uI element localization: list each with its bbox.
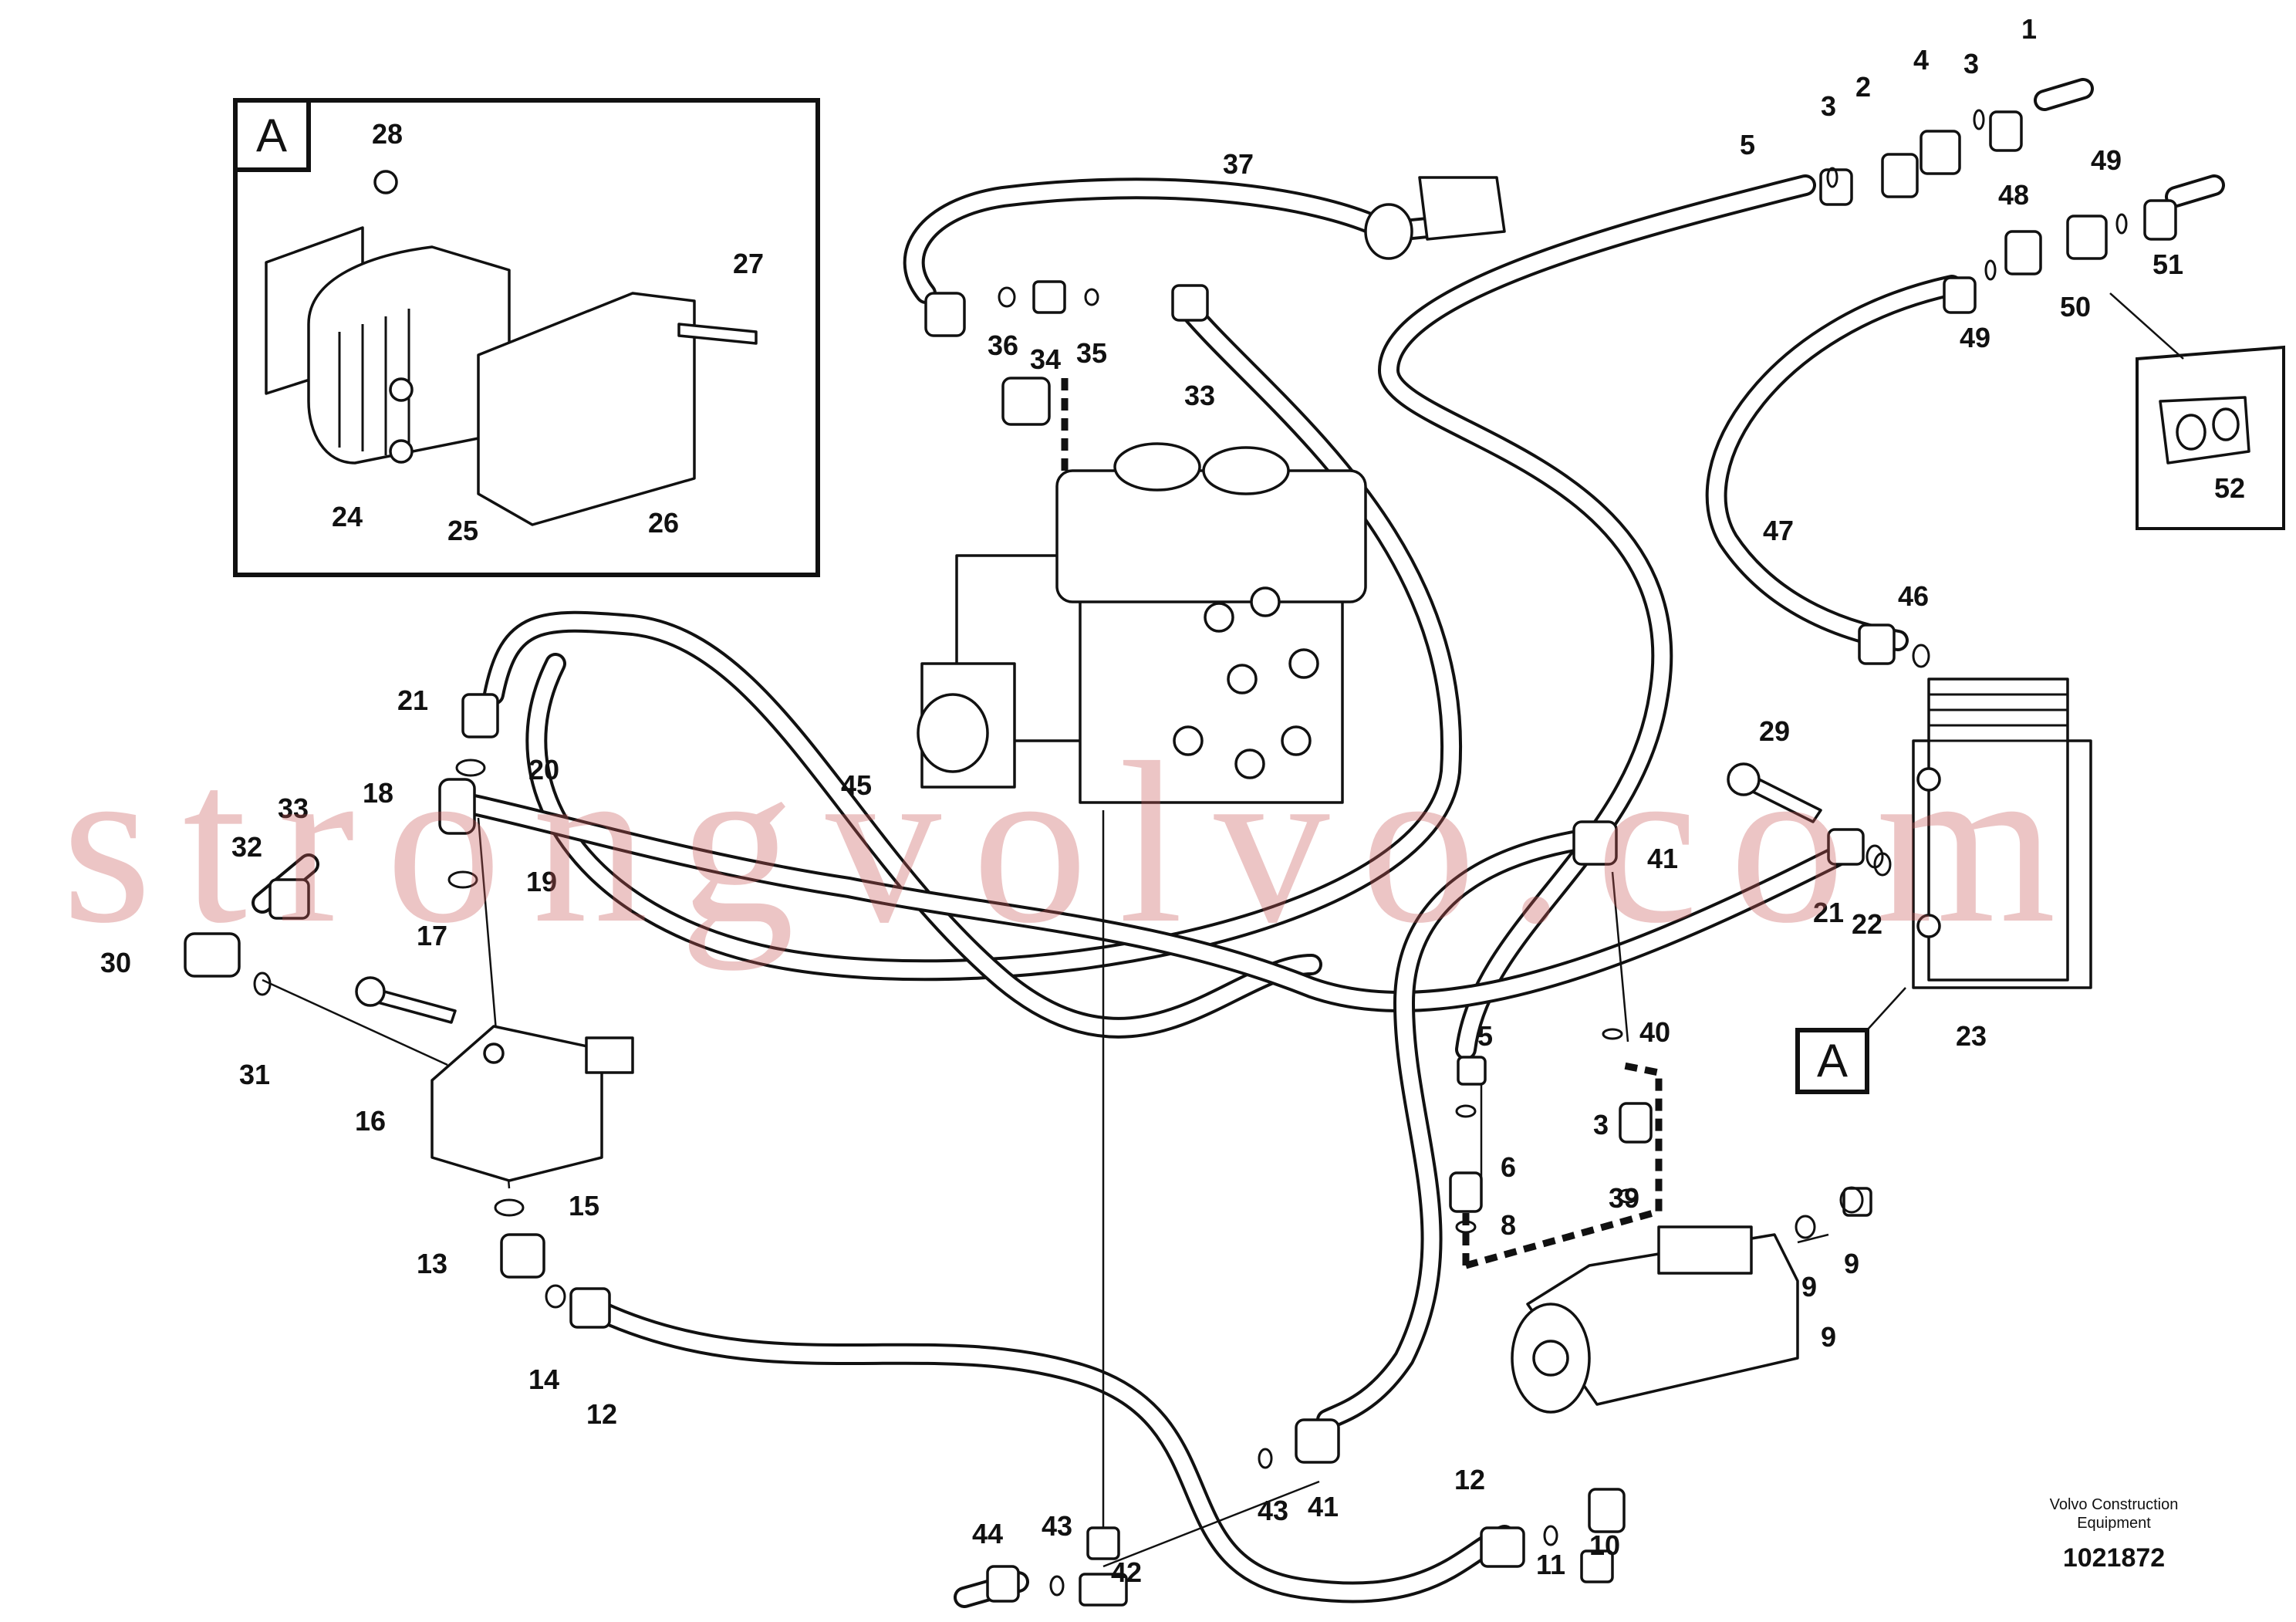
label-1: 1 — [2021, 13, 2037, 45]
fittings — [184, 110, 2177, 1607]
pump-9 — [1511, 1225, 1799, 1414]
label-27: 27 — [733, 248, 764, 279]
caption-line-2: Equipment — [2077, 1515, 2151, 1532]
label-10: 10 — [1589, 1529, 1620, 1561]
label-24: 24 — [332, 501, 363, 532]
label-18: 18 — [363, 777, 393, 809]
label-49a: 49 — [2091, 144, 2122, 176]
label-21a: 21 — [397, 684, 428, 716]
label-28: 28 — [372, 118, 403, 150]
label-6: 6 — [1501, 1151, 1516, 1183]
label-12b: 12 — [1454, 1464, 1485, 1495]
label-31: 31 — [239, 1059, 270, 1090]
label-5b: 5 — [1477, 1020, 1493, 1052]
label-3b: 3 — [1963, 48, 1979, 79]
inset-a-letter: A — [256, 110, 287, 161]
label-33b: 33 — [278, 792, 309, 824]
label-40: 40 — [1639, 1016, 1670, 1048]
callout-a: A — [1795, 987, 1906, 1094]
control-valve-45 — [917, 442, 1367, 804]
label-43b: 43 — [1258, 1495, 1288, 1526]
label-26: 26 — [648, 507, 679, 539]
label-8: 8 — [1501, 1209, 1516, 1241]
label-12a: 12 — [586, 1398, 617, 1430]
label-22: 22 — [1852, 908, 1882, 940]
label-5a: 5 — [1740, 129, 1755, 161]
part-labels: 1 2 3 3 4 5 49 48 51 50 49 37 36 34 35 3… — [100, 13, 2183, 1588]
label-46: 46 — [1898, 580, 1929, 612]
label-21b: 21 — [1813, 897, 1844, 928]
label-9c: 9 — [1821, 1321, 1836, 1353]
label-20: 20 — [528, 754, 559, 786]
label-25: 25 — [447, 515, 478, 546]
label-33a: 33 — [1184, 380, 1215, 411]
oil-cooler-23 — [1912, 678, 2092, 989]
caption-line-1: Volvo Construction — [2049, 1496, 2179, 1513]
label-9b: 9 — [1844, 1248, 1859, 1279]
hose-lines — [252, 78, 2225, 1608]
label-9a: 9 — [1801, 1271, 1817, 1303]
label-51: 51 — [2152, 248, 2183, 280]
inset-52-frame: 52 — [2109, 292, 2285, 530]
label-3a: 3 — [1821, 90, 1836, 122]
label-39: 39 — [1609, 1182, 1639, 1214]
callout-a-letter: A — [1817, 1035, 1848, 1086]
inset-a-cooler — [265, 170, 758, 526]
label-17: 17 — [417, 920, 447, 951]
label-19: 19 — [526, 866, 557, 897]
valve-block-16 — [430, 1025, 634, 1182]
label-13: 13 — [417, 1248, 447, 1279]
label-2: 2 — [1855, 71, 1871, 103]
label-43a: 43 — [1042, 1510, 1072, 1542]
label-42: 42 — [1111, 1556, 1142, 1588]
publisher-caption: Volvo Construction Equipment — [2021, 1495, 2207, 1532]
label-52: 52 — [2214, 472, 2245, 504]
label-29: 29 — [1759, 715, 1790, 747]
label-36: 36 — [988, 329, 1018, 361]
label-34: 34 — [1030, 343, 1061, 375]
label-44: 44 — [972, 1518, 1003, 1549]
label-4: 4 — [1913, 44, 1929, 76]
label-11: 11 — [1536, 1549, 1565, 1580]
label-3c: 3 — [1593, 1109, 1609, 1140]
label-47: 47 — [1763, 515, 1794, 546]
pipe-flange-37 — [1364, 176, 1506, 260]
label-41a: 41 — [1647, 843, 1678, 874]
label-14: 14 — [528, 1363, 559, 1395]
label-48: 48 — [1998, 179, 2029, 211]
label-41b: 41 — [1308, 1491, 1339, 1522]
label-30: 30 — [100, 947, 131, 978]
rings — [253, 109, 2128, 1597]
document-number: 1021872 — [2062, 1543, 2166, 1573]
label-35: 35 — [1076, 337, 1107, 369]
label-45: 45 — [841, 769, 872, 801]
label-50: 50 — [2060, 291, 2091, 323]
label-15: 15 — [569, 1190, 599, 1222]
label-32: 32 — [231, 831, 262, 863]
label-49b: 49 — [1960, 322, 1990, 353]
watermark: strongvolvo.com — [62, 715, 2087, 971]
inset-a-frame: A 28 27 24 25 26 — [233, 98, 820, 577]
label-16: 16 — [355, 1105, 386, 1137]
label-23: 23 — [1956, 1020, 1987, 1052]
label-37: 37 — [1223, 148, 1254, 180]
